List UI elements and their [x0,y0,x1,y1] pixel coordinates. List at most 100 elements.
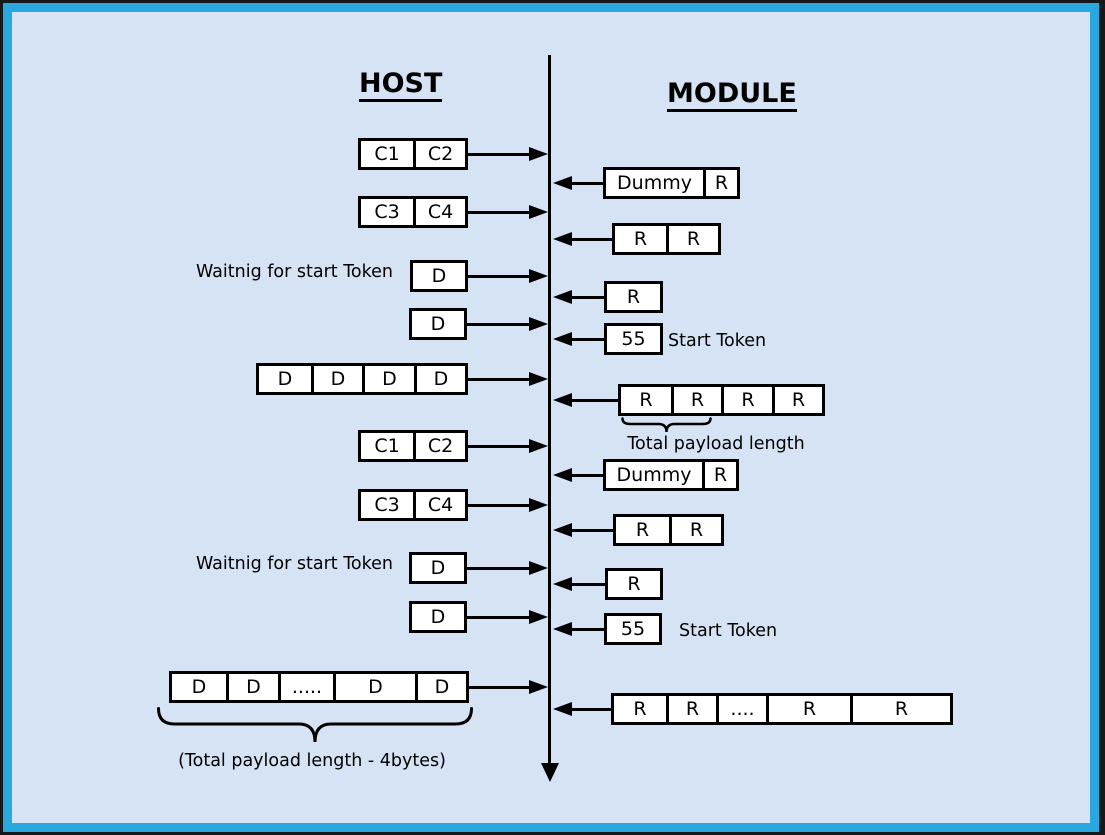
frame-cell: 55 [621,328,646,350]
arrow-right-icon [529,679,548,694]
arrow-shaft [570,707,611,711]
frame-cell: R [626,286,641,308]
frame-cell: C4 [413,199,465,225]
frame-cell: R [703,170,737,196]
frame-cell: D [277,368,293,390]
host-frame-box: D [410,260,468,292]
arrow-right-icon [529,204,548,219]
frame-cell: C2 [413,433,465,459]
frame-cell: D [362,366,414,392]
module-title: MODULE [667,78,797,112]
frame-cell: R [633,698,647,720]
arrow-right-icon [529,316,548,331]
brace-caption: (Total payload length - 4bytes) [178,751,446,771]
axis-arrow-down-icon [541,763,559,782]
arrow-right-icon [529,609,548,624]
module-frame-box: R [604,281,663,313]
arrow-shaft [570,398,618,402]
frame-cell: ..... [278,674,333,700]
frame-cell: D [191,676,207,698]
frame-cell: R [850,696,950,722]
frame-cell: R [633,228,648,250]
frame-cell: C3 [374,201,400,223]
host-frame-box: C1 C2 [358,138,468,170]
frame-cell: D [431,265,447,287]
frame-cell: R [702,462,736,488]
arrow-shaft [570,181,603,185]
frame-cell: C1 [374,435,400,457]
frame-cell: C3 [374,494,400,516]
module-frame-box: 55 [604,613,662,645]
arrow-shaft [570,582,605,586]
host-title: HOST [359,68,443,102]
frame-cell: R [639,389,653,411]
module-frame-box: 55 [604,323,663,355]
frame-cell: R [669,517,721,543]
frame-cell: D [430,557,446,579]
frame-cell: 55 [620,618,646,640]
frame-cell: R [666,226,718,252]
arrow-left-icon [553,289,572,304]
arrow-shaft [570,473,603,477]
frame-cell: R [666,696,716,722]
frame-cell: Dummy [616,464,692,486]
frame-cell: R [766,696,850,722]
frame-cell: Dummy [617,172,692,194]
arrow-right-icon [529,371,548,386]
arrow-right-icon [529,268,548,283]
host-frame-box: C1 C2 [358,430,468,462]
arrow-shaft [570,295,604,299]
arrow-left-icon [553,576,572,591]
arrow-shaft [465,444,531,448]
annotation-label: Waitnig for start Token [196,262,393,282]
timeline-axis [548,55,551,765]
arrow-left-icon [553,467,572,482]
arrow-shaft [465,377,531,381]
arrow-shaft [465,503,531,507]
module-frame-box: Dummy R [603,459,739,491]
arrow-shaft [570,337,604,341]
frame-cell: C2 [413,141,465,167]
arrow-left-icon [553,621,572,636]
frame-cell: D [311,366,362,392]
arrow-shaft [465,152,531,156]
arrow-shaft [465,210,531,214]
host-frame-box: D [409,552,467,584]
arrow-right-icon [529,497,548,512]
module-frame-box: Dummy R [603,167,740,199]
arrow-shaft [464,566,531,570]
arrow-shaft [464,322,531,326]
annotation-label: Waitnig for start Token [196,554,393,574]
frame-cell: C4 [413,492,465,518]
frame-cell: R [772,387,822,413]
frame-cell: C1 [374,143,400,165]
host-frame-box: C3 C4 [358,489,468,521]
arrow-shaft [570,237,612,241]
annotation-label: Start Token [668,331,767,351]
frame-cell: D [415,674,466,700]
arrow-left-icon [553,175,572,190]
arrow-right-icon [529,438,548,453]
frame-cell: R [627,573,641,595]
arrow-left-icon [553,231,572,246]
frame-cell: .... [716,696,766,722]
host-frame-box: C3 C4 [358,196,468,228]
frame-cell: R [671,387,721,413]
module-frame-box: R [605,568,663,600]
frame-cell: D [414,366,465,392]
annotation-label: Start Token [679,621,778,641]
underbrace-icon [157,707,473,743]
arrow-left-icon [553,392,572,407]
arrow-shaft [570,627,604,631]
frame-cell: R [635,519,650,541]
frame-cell: D [333,674,415,700]
arrow-shaft [466,685,531,689]
arrow-left-icon [553,331,572,346]
